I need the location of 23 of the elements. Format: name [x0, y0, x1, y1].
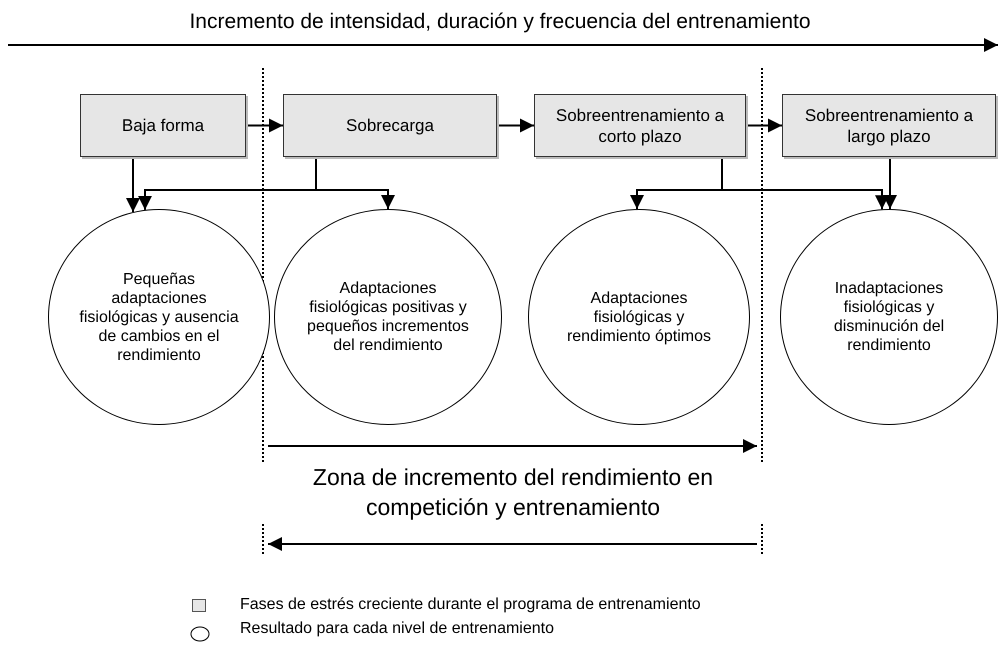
arrow — [721, 157, 889, 210]
outcome-text: Inadaptaciones fisiológicas y disminución del rendimiento — [832, 279, 946, 355]
arrow — [315, 157, 395, 209]
arrow — [126, 157, 140, 212]
outcome-text: Adaptaciones fisiológicas positivas y pequeños incrementos del rendimiento — [306, 279, 470, 355]
zone-label: Zona de incremento del rendimiento en competición y entrenamiento — [262, 462, 764, 522]
arrow — [883, 157, 897, 209]
phase-box — [534, 94, 746, 157]
phase-label: Sobreentrenamiento a largo plazo — [804, 104, 974, 146]
phase-label: Baja forma — [120, 115, 206, 136]
phase-label: Sobrecarga — [345, 115, 435, 136]
phase-box — [80, 94, 246, 157]
arrow — [246, 118, 283, 132]
title: Incremento de intensidad, duración y frecuencia del entrenamiento — [188, 10, 812, 34]
legend-text: Fases de estrés creciente durante el programa de entrenamiento — [240, 596, 701, 614]
phase-box — [782, 94, 996, 157]
phase-box — [283, 94, 497, 157]
outcome-text: Adaptaciones fisiológicas y rendimiento óptimos — [566, 288, 712, 346]
arrow — [497, 118, 534, 132]
legend-text: Resultado para cada nivel de entrenamiento — [240, 620, 554, 638]
outcome-text: Pequeñas adaptaciones fisiológicas y ausencia de cambios en el rendimiento — [79, 270, 239, 364]
phase-label: Sobreentrenamiento a corto plazo — [554, 104, 726, 146]
arrow — [746, 118, 782, 132]
